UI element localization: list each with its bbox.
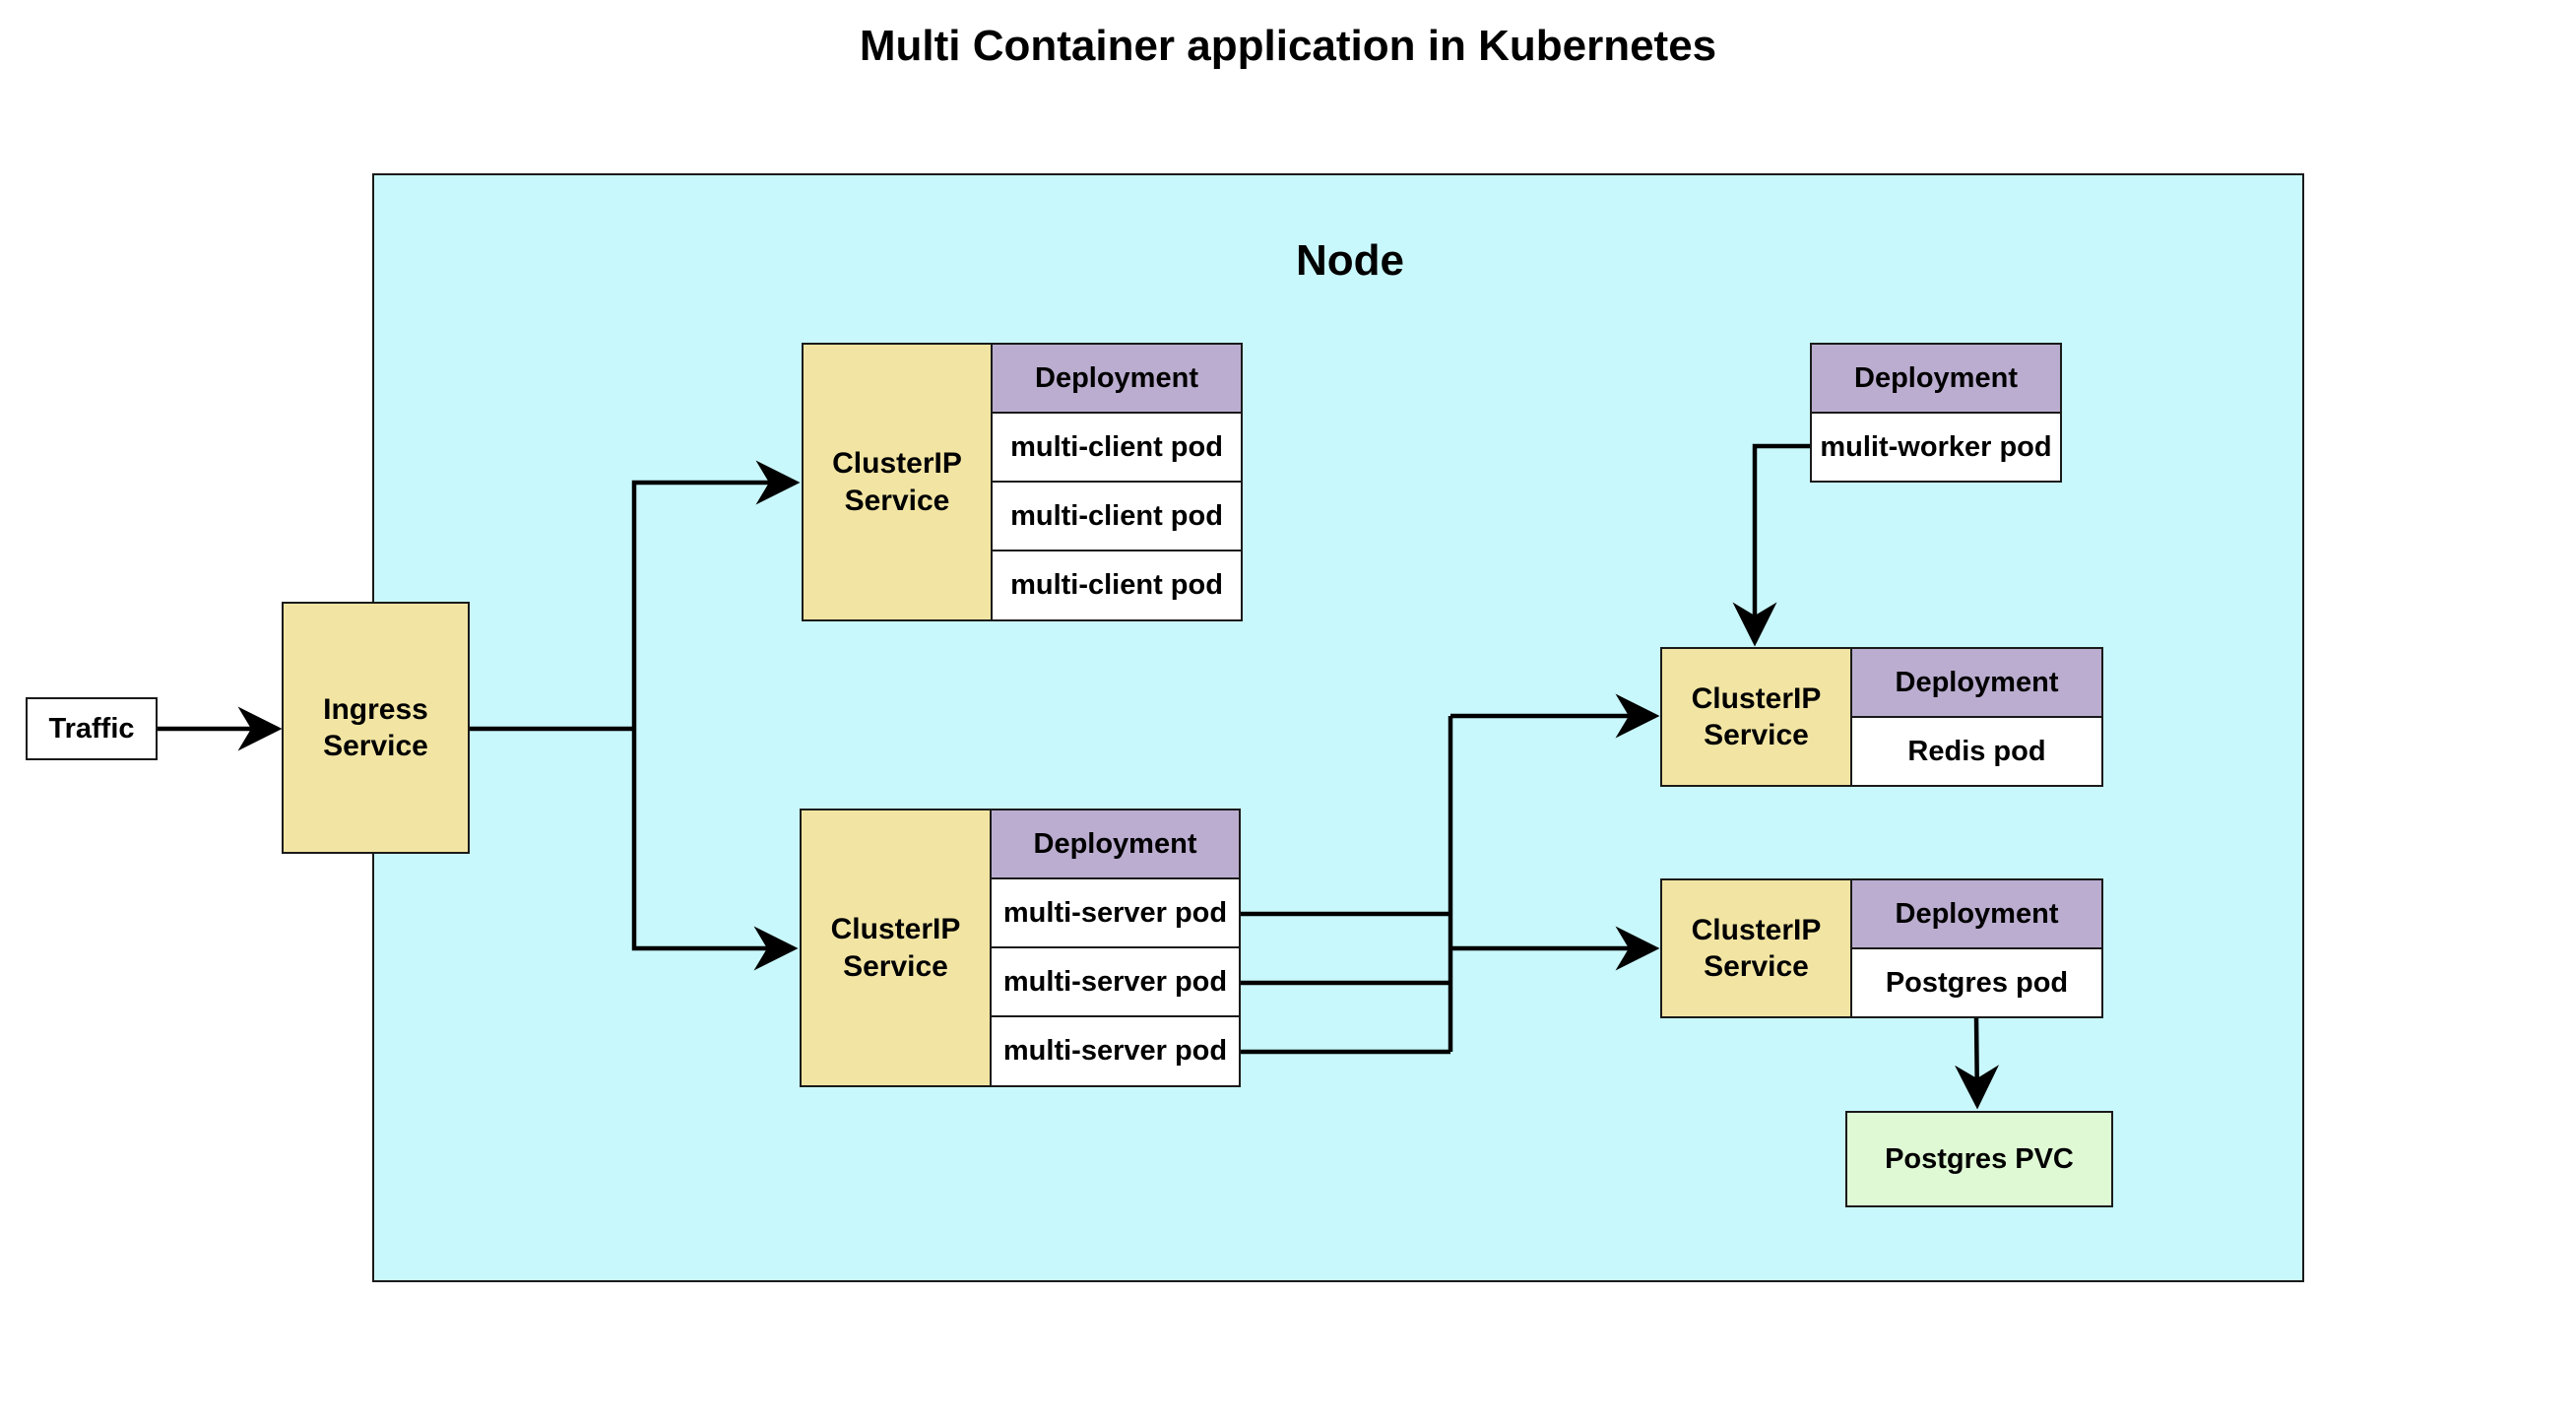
worker-deployment-header: Deployment — [1810, 343, 2062, 414]
redis-pod: Redis pod — [1850, 716, 2103, 787]
arrow-to-server-service — [631, 729, 799, 971]
server-pod-2: multi-server pod — [990, 946, 1241, 1017]
server-pod-1: multi-server pod — [990, 877, 1241, 948]
ingress-service: Ingress Service — [282, 602, 470, 854]
postgres-pod: Postgres pod — [1850, 947, 2103, 1018]
arrow-worker-to-redis — [1732, 443, 1810, 647]
diagram-title: Multi Container application in Kubernete… — [859, 22, 1717, 70]
client-pod-3: multi-client pod — [991, 550, 1243, 621]
server-clusterip-service: ClusterIP Service — [800, 809, 992, 1087]
arrow-postgres-to-pvc — [1955, 1017, 2000, 1110]
node-label: Node — [1296, 236, 1404, 285]
traffic-box: Traffic — [26, 697, 158, 760]
postgres-deployment-header: Deployment — [1850, 878, 2103, 949]
client-pod-2: multi-client pod — [991, 481, 1243, 551]
server-deployment-header: Deployment — [990, 809, 1241, 879]
postgres-clusterip-service: ClusterIP Service — [1660, 878, 1852, 1018]
server-pod-3: multi-server pod — [990, 1015, 1241, 1087]
worker-pod: mulit-worker pod — [1810, 412, 2062, 483]
postgres-pvc: Postgres PVC — [1845, 1111, 2113, 1207]
arrow-to-client-service — [631, 460, 801, 729]
redis-deployment-header: Deployment — [1850, 647, 2103, 718]
client-clusterip-service: ClusterIP Service — [802, 343, 993, 621]
client-deployment-header: Deployment — [991, 343, 1243, 414]
redis-clusterip-service: ClusterIP Service — [1660, 647, 1852, 787]
